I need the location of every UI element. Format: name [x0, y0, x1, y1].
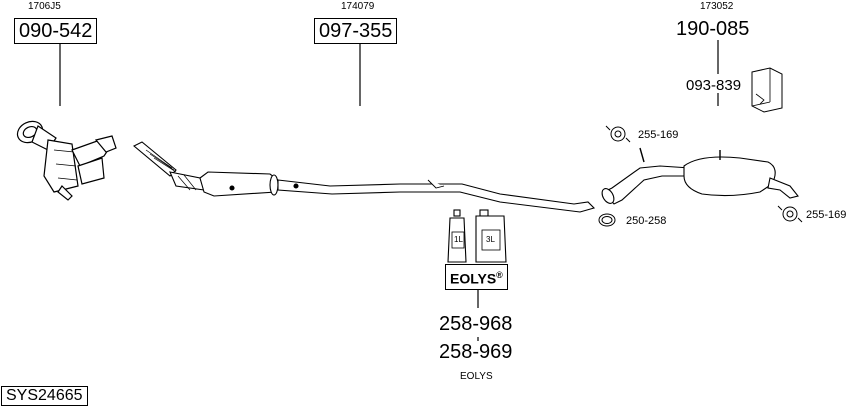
eolys-brand-box: EOLYS®: [445, 264, 508, 290]
rear-silencer-drawing: [601, 147, 799, 205]
catalyst-reference: 1706J5: [28, 1, 61, 12]
front-pipe-reference: 174079: [341, 1, 375, 12]
mounting-kit-part-number[interactable]: 093-839: [686, 77, 742, 94]
additive-bottle-small: [447, 209, 467, 263]
system-code: SYS24665: [1, 386, 88, 406]
bottle-small-label: 1L: [454, 235, 463, 244]
clamp-lower-part-number[interactable]: 255-169: [806, 209, 847, 221]
gasket-icon: [598, 213, 616, 227]
clamp-upper-part-number[interactable]: 255-169: [638, 129, 679, 141]
additive-bottle-large: [475, 209, 507, 263]
clamp-icon-lower: [777, 205, 803, 223]
catalyst-part-number[interactable]: 090-542: [14, 18, 98, 44]
front-pipe-part-number[interactable]: 097-355: [314, 18, 398, 44]
eolys-brand-name: EOLYS: [450, 270, 497, 287]
mounting-kit-drawing: [751, 67, 783, 113]
additive-part-number-1[interactable]: 258-968: [439, 313, 513, 335]
additive-part-number-2[interactable]: 258-969: [439, 341, 513, 363]
gasket-part-number[interactable]: 250-258: [626, 215, 667, 227]
front-pipe-drawing: [133, 141, 596, 213]
rear-silencer-part-number[interactable]: 190-085: [676, 18, 750, 40]
eolys-registered-mark: ®: [496, 270, 503, 280]
additive-caption: EOLYS: [460, 371, 493, 382]
clamp-icon-upper: [605, 125, 631, 143]
bottle-large-label: 3L: [486, 235, 495, 244]
catalytic-converter-drawing: [16, 120, 117, 201]
rear-silencer-reference: 173052: [700, 1, 734, 12]
